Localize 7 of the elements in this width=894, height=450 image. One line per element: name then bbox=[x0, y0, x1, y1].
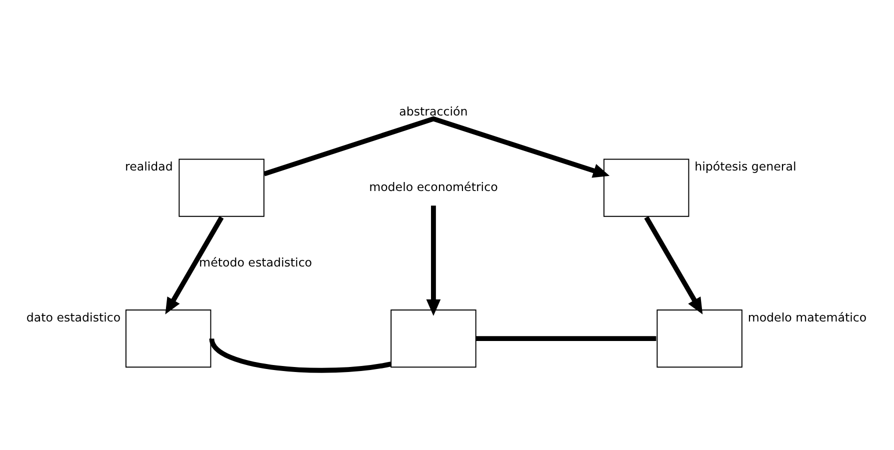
node-label: modelo matemático bbox=[748, 310, 867, 324]
node-label: realidad bbox=[124, 159, 173, 174]
edge-label: método estadistico bbox=[199, 254, 312, 269]
edge-label: abstracción bbox=[399, 104, 468, 118]
node-label: dato estadistico bbox=[26, 310, 121, 324]
node-text: modelo econométrico bbox=[369, 179, 498, 194]
node-label: hipótesis general bbox=[694, 159, 796, 174]
